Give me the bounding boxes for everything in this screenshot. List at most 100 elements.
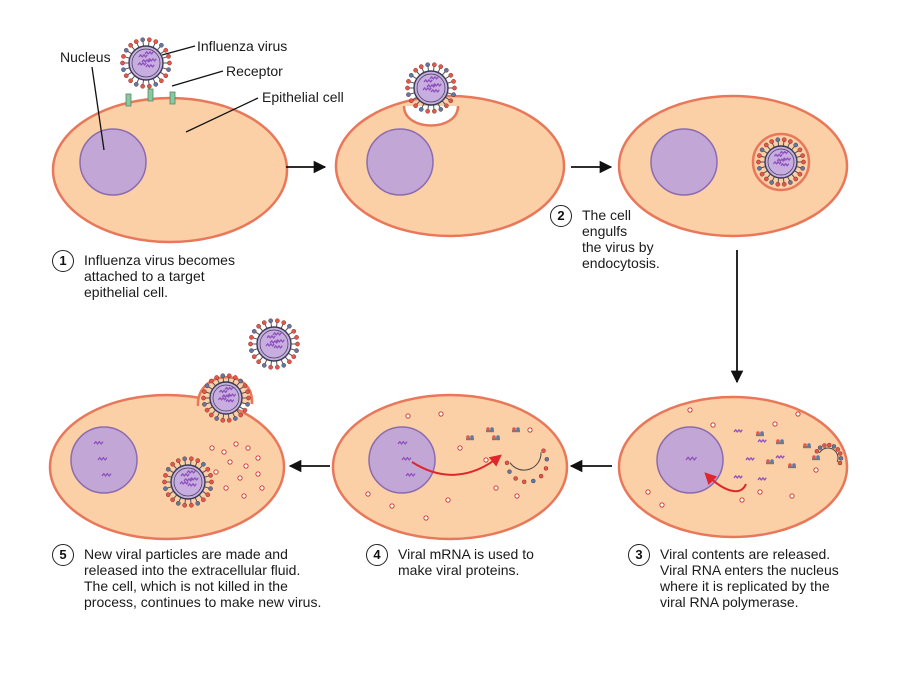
virus-spike-stem [771, 176, 775, 182]
virus-spike-tip [165, 466, 171, 472]
virus-spike-stem [275, 322, 278, 328]
virus-spike-stem [782, 177, 785, 183]
virus-spike-stem [280, 359, 284, 365]
virus-spike-tip [256, 323, 261, 329]
fragment-bar [766, 462, 774, 465]
viral-protein-dot [243, 463, 249, 469]
receptor-1 [147, 88, 154, 102]
fragment-subunit [470, 435, 474, 439]
step-4-caption: 4 Viral mRNA is used to make viral prote… [366, 544, 534, 578]
virus-spike-stem [796, 155, 802, 158]
virus-spike-stem [766, 145, 771, 151]
virus-spike-stem [432, 66, 435, 72]
receptor-1 [169, 91, 176, 105]
virus-spike-stem [441, 100, 446, 105]
capsid-assembly-5 [504, 448, 550, 484]
virus-spike-tip [291, 354, 297, 360]
virus-spike-stem [202, 490, 207, 495]
fragment-subunit [792, 463, 796, 467]
virus-spike-stem [127, 71, 132, 76]
virus-spike-tip [153, 39, 159, 44]
virus-spike-stem [166, 475, 172, 478]
virus-rna-segment [776, 158, 786, 162]
viral-protein-dot [237, 475, 243, 481]
fragment-subunit [486, 427, 490, 431]
virus-spike-tip [170, 497, 175, 503]
viral-protein-dot [438, 411, 444, 417]
fragment-subunit [490, 427, 494, 431]
step-5-caption: 5 New viral particles are made and relea… [52, 544, 321, 610]
virus-rna-segment [218, 389, 228, 394]
viral-protein-dot [245, 445, 251, 451]
virus-rna-segment [265, 343, 275, 347]
virus-spike-stem [416, 71, 421, 76]
virus-spike-stem [794, 150, 799, 154]
virus-spike-stem [777, 177, 780, 183]
virus-rna-segment [179, 481, 189, 485]
virus-spike-tip [275, 318, 280, 324]
virus-spike-stem [241, 391, 247, 394]
virus-spike-tip [432, 108, 437, 114]
virus-spike-stem [222, 377, 225, 383]
virus-spike-tip [797, 147, 803, 153]
viral-rna-4 [733, 475, 743, 479]
receptor-label: Receptor [226, 63, 283, 79]
virus-spike-tip [233, 375, 238, 380]
virus-spike-tip [208, 412, 214, 418]
virus-spike-tip [153, 82, 159, 87]
protein-subunit [543, 466, 549, 471]
virus-spike-stem [255, 352, 260, 357]
virus-spike-stem [204, 486, 210, 489]
virus-spike-tip [208, 378, 214, 384]
virus-spike-tip [797, 171, 803, 177]
fragment-subunit [512, 427, 516, 431]
virus-attached-1 [120, 37, 172, 89]
virus-spike-tip [123, 73, 129, 79]
virus-spike-stem [288, 352, 293, 357]
virus-spike-tip [444, 67, 449, 73]
virus-spike-stem [131, 46, 136, 51]
virus-spike-tip [294, 335, 299, 340]
protein-fragment-4 [756, 431, 764, 437]
virus-spike-stem [284, 327, 289, 332]
virus-spike-tip [249, 348, 254, 353]
virus-spike-tip [438, 64, 444, 69]
viral-protein-dot [255, 471, 261, 477]
virus-spike-tip [788, 139, 793, 144]
virus-spike-tip [147, 37, 152, 43]
virus-spike-stem [208, 386, 213, 390]
virus-spike-stem [255, 331, 260, 336]
virus-spike-tip [121, 67, 126, 72]
virus-released-6 [248, 318, 300, 370]
step-3-number: 3 [628, 544, 650, 566]
virus-spike-tip [202, 389, 207, 394]
protein-subunit [831, 444, 837, 449]
virus-engulfing-2 [405, 62, 457, 114]
virus-rna-segment [773, 153, 783, 158]
fragment-subunit [788, 463, 792, 467]
virus-spike-stem [147, 79, 150, 85]
nucleus-pointer-line [91, 66, 105, 151]
virus-spike-stem [437, 67, 441, 73]
viral-protein-dot [405, 413, 411, 419]
virus-spike-stem [432, 104, 435, 110]
virus-rna-segment [180, 473, 190, 477]
rna-in-nucleus-6 [101, 472, 112, 477]
virus-spike-tip [759, 147, 765, 153]
virus-spike-tip [159, 42, 164, 48]
virus-spike-stem [194, 497, 198, 503]
virus-spike-tip [182, 456, 187, 462]
rna-in-nucleus-6 [97, 456, 108, 461]
viral-protein-dot [255, 455, 261, 461]
virus-spike-stem [211, 409, 216, 415]
virus-spike-tip [281, 320, 287, 325]
virus-spike-stem [760, 155, 766, 158]
virus-spike-stem [169, 490, 174, 495]
protein-subunit [837, 460, 843, 466]
nucleus-3 [650, 128, 718, 196]
virus-spike-tip [251, 354, 257, 360]
virus-spike-tip [452, 85, 457, 91]
virus-spike-tip [261, 320, 267, 325]
virus-spike-tip [201, 461, 206, 467]
